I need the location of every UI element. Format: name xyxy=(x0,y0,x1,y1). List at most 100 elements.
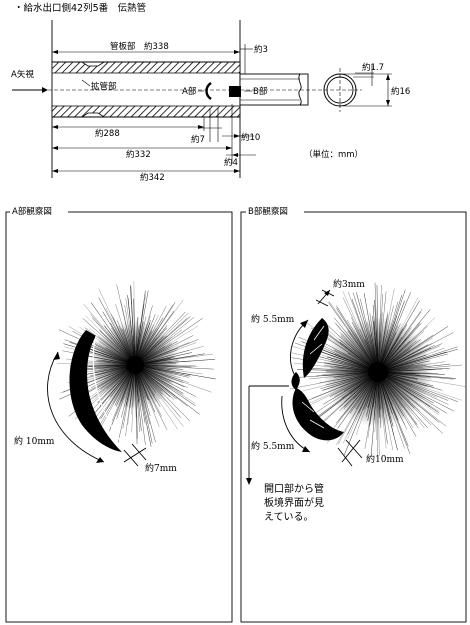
fracture-ray xyxy=(379,301,399,367)
fracture-ray xyxy=(364,377,378,450)
fracture-ray xyxy=(127,297,135,360)
fracture-ray xyxy=(354,332,376,367)
fracture-ray xyxy=(358,377,376,414)
fracture-ray xyxy=(137,370,155,413)
fracture-ray xyxy=(140,350,178,364)
fracture-ray xyxy=(322,373,373,391)
fracture-ray xyxy=(138,299,184,361)
fracture-ray xyxy=(131,370,135,433)
fracture-ray xyxy=(140,367,196,397)
fracture-ray xyxy=(105,307,133,360)
fracture-ray xyxy=(140,343,173,363)
fracture-ray xyxy=(128,328,135,360)
fracture-ray xyxy=(382,326,449,369)
fracture-ray xyxy=(351,321,376,367)
fracture-ray xyxy=(342,291,376,367)
fracture-ray xyxy=(84,366,130,382)
fracture-ray xyxy=(137,314,159,360)
fracture-ray xyxy=(323,365,373,372)
fracture-ray xyxy=(136,370,149,401)
panel-b-5-5mm-upper-arrow xyxy=(300,320,308,328)
fracture-ray xyxy=(138,369,163,395)
fracture-ray xyxy=(320,373,373,389)
fracture-ray xyxy=(105,347,130,363)
fracture-ray xyxy=(383,373,434,387)
fracture-ray xyxy=(84,327,131,362)
fracture-ray xyxy=(137,304,174,361)
fracture-ray xyxy=(351,317,376,367)
fracture-ray xyxy=(359,298,377,367)
fracture-ray xyxy=(377,377,380,418)
fracture-ray xyxy=(139,318,203,362)
fracture-ray xyxy=(137,324,154,360)
fracture-ray xyxy=(381,311,422,368)
fracture-ray xyxy=(382,375,437,421)
fracture-ray xyxy=(355,377,376,410)
fracture-ray xyxy=(340,373,373,388)
panel-b-crack-upper-detail xyxy=(309,325,325,355)
fracture-ray xyxy=(347,352,374,370)
dim-10-arrow xyxy=(234,134,240,138)
fracture-ray xyxy=(133,298,136,360)
fracture-ray xyxy=(136,305,153,360)
fracture-ray xyxy=(138,369,157,393)
panel-a-10mm-label: 約 10mm xyxy=(14,435,55,447)
fracture-ray xyxy=(336,305,376,368)
fracture-ray xyxy=(381,376,407,408)
fracture-ray xyxy=(138,369,182,418)
fracture-ray xyxy=(113,317,133,360)
fracture-ray xyxy=(382,348,411,369)
fracture-ray xyxy=(140,365,216,380)
fracture-ray xyxy=(351,299,377,367)
dim-3-label: 約3 xyxy=(254,44,268,55)
fracture-ray xyxy=(381,376,403,401)
fracture-ray xyxy=(140,367,184,394)
fracture-ray xyxy=(341,375,374,399)
fracture-ray xyxy=(110,327,132,361)
part-a-label: A部 xyxy=(182,86,197,97)
fracture-ray xyxy=(135,324,140,360)
fracture-ray xyxy=(378,377,388,444)
fracture-ray xyxy=(353,376,375,400)
fracture-ray xyxy=(383,374,454,412)
fracture-ray xyxy=(104,367,130,380)
fracture-ray xyxy=(139,369,163,392)
fracture-ray xyxy=(383,343,443,370)
fracture-ray xyxy=(380,377,408,430)
fracture-ray xyxy=(380,377,417,437)
fracture-ray xyxy=(106,368,131,389)
fracture-ray xyxy=(340,335,374,368)
fracture-ray xyxy=(383,374,447,414)
fracture-ray xyxy=(140,344,179,363)
panel-b-3mm-ext1 xyxy=(315,299,329,307)
dim-342-arrow-l xyxy=(52,169,58,173)
fracture-ray xyxy=(315,338,373,370)
fracture-ray xyxy=(140,341,178,363)
fracture-ray xyxy=(383,374,449,405)
fracture-ray xyxy=(363,377,377,410)
fracture-ray xyxy=(328,301,375,368)
fracture-ray xyxy=(378,377,387,449)
fracture-ray xyxy=(380,324,408,367)
fracture-ray xyxy=(382,375,439,415)
fracture-ray xyxy=(369,333,377,367)
fracture-ray xyxy=(136,316,147,360)
fracture-ray xyxy=(378,314,389,367)
panel-b-3mm-arrow xyxy=(324,290,330,296)
fracture-ray xyxy=(138,327,167,361)
panel-b-fracture-image xyxy=(289,282,466,456)
fracture-ray xyxy=(140,358,172,365)
fracture-ray xyxy=(381,322,422,368)
fracture-ray xyxy=(140,367,185,388)
tube-protrusion xyxy=(239,73,309,106)
fracture-ray xyxy=(383,371,439,374)
panel-b: B部観察図 約3mm 約 5.5mm 約 5.5mm xyxy=(240,205,467,623)
fracture-ray xyxy=(309,374,373,406)
fracture-ray xyxy=(365,377,377,407)
fracture-ray xyxy=(84,365,130,375)
fracture-ray xyxy=(136,370,156,443)
fracture-ray xyxy=(367,377,377,408)
fracture-ray xyxy=(379,377,411,455)
fracture-ray xyxy=(92,317,132,361)
